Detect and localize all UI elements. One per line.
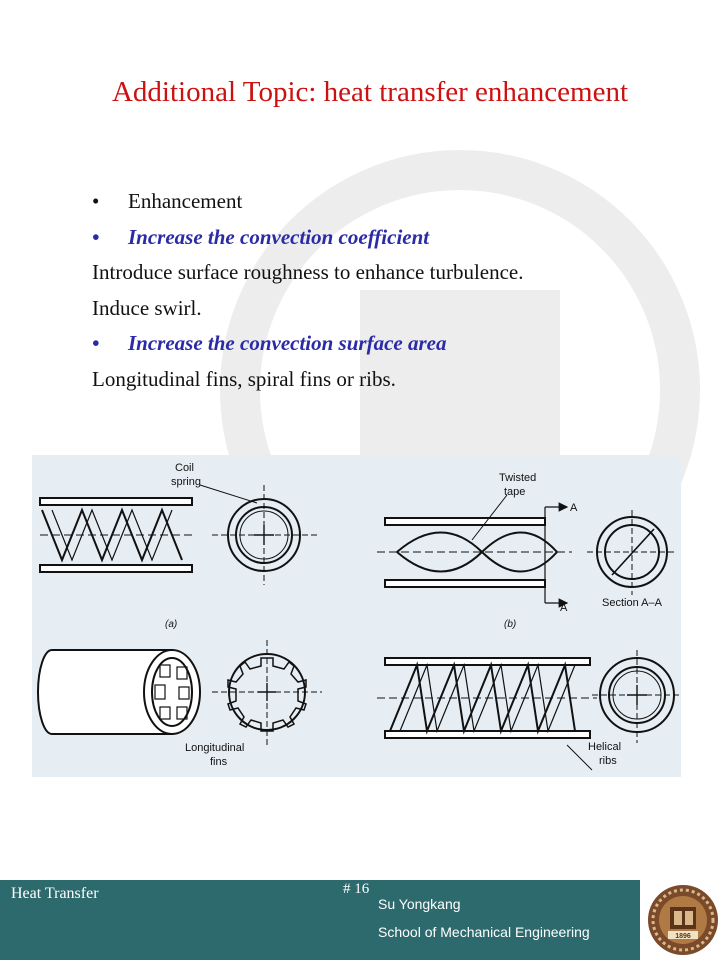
label-twisted-tape-2: tape [504, 486, 525, 498]
label-section-marker-top: A [570, 502, 578, 514]
bullet-text: Increase the convection surface area [128, 331, 447, 355]
bullet-glyph: • [92, 224, 100, 249]
label-panel-b: (b) [504, 619, 516, 630]
text-line-6: Longitudinal fins, spiral fins or ribs. [92, 366, 396, 391]
enhancement-diagram: Coil spring Twisted tape A A Section A–A… [37, 462, 680, 771]
label-section: Section A–A [602, 597, 663, 609]
footer-school: School of Mechanical Engineering [378, 924, 590, 940]
longitudinal-fins-tube [37, 649, 201, 735]
slide-title: Additional Topic: heat transfer enhancem… [111, 76, 629, 108]
university-seal-icon: 1896 [648, 885, 718, 955]
footer-page-number: # 16 [343, 881, 370, 897]
label-coil-spring-1: Coil [175, 462, 194, 474]
bullet-glyph: • [92, 331, 100, 355]
coil-spring-section [199, 484, 317, 585]
slide-body: • Enhancement • Increase the convection co… [92, 184, 692, 397]
footer-course: Heat Transfer [11, 885, 99, 902]
label-helical-ribs-2: ribs [599, 755, 617, 767]
bullet-line-2: • Increase the convection coefficient [92, 220, 692, 256]
footer-author: Su Yongkang [378, 896, 461, 912]
bullet-text: Increase the convection coefficient [128, 224, 430, 249]
bullet-line-1: • Enhancement [92, 184, 692, 220]
bullet-glyph: • [92, 189, 100, 213]
twisted-tape-section [587, 510, 677, 595]
label-coil-spring-2: spring [171, 476, 201, 488]
helical-ribs-section [592, 650, 680, 743]
text-line-4: Induce swirl. [92, 295, 202, 320]
label-longitudinal-fins-1: Longitudinal [185, 742, 244, 754]
label-panel-a: (a) [165, 619, 177, 630]
label-section-marker-bottom: A [560, 602, 568, 614]
text-line-3: Introduce surface roughness to enhance t… [92, 260, 524, 284]
bullet-line-5: • Increase the convection surface area [92, 326, 692, 362]
coil-spring-tube [39, 497, 193, 573]
helical-ribs-tube [377, 657, 597, 771]
svg-text:1896: 1896 [675, 933, 691, 940]
enhancement-figure: Coil spring Twisted tape A A Section A–A… [32, 455, 681, 777]
slide-footer: Heat Transfer # 16 Su Yongkang School of… [0, 880, 720, 960]
bullet-text: Enhancement [128, 189, 243, 213]
label-twisted-tape-1: Twisted [499, 472, 536, 484]
twisted-tape-tube [377, 494, 572, 608]
label-helical-ribs-1: Helical [588, 741, 621, 753]
longitudinal-fins-section [212, 640, 322, 745]
label-longitudinal-fins-2: fins [210, 756, 228, 768]
